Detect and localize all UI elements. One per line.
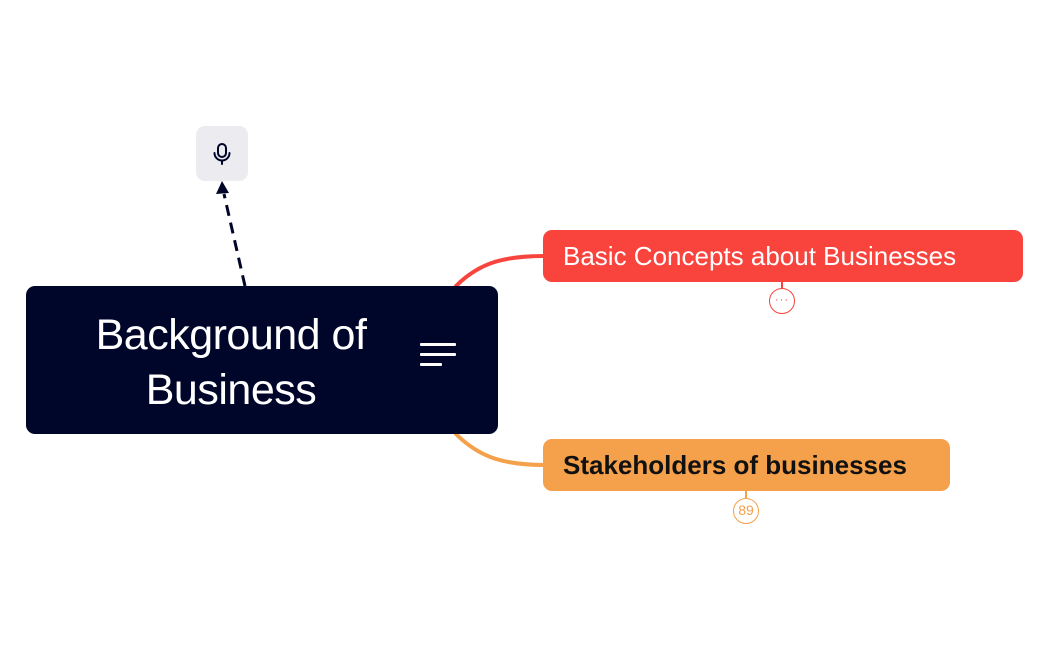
- collapse-badge-stakeholders[interactable]: 89: [733, 498, 759, 524]
- microphone-icon: [213, 143, 231, 165]
- audio-link-line: [222, 193, 247, 287]
- central-topic[interactable]: Background of Business: [26, 286, 498, 434]
- branch-connector-basic-concepts: [454, 254, 547, 288]
- branch-connector-stakeholders: [454, 432, 547, 467]
- audio-note-button[interactable]: [196, 126, 248, 181]
- notes-lines-icon[interactable]: [418, 340, 458, 372]
- audio-link-arrowhead: [216, 181, 229, 194]
- collapse-badge-basic-concepts[interactable]: ···: [769, 288, 795, 314]
- topic-basic-concepts[interactable]: Basic Concepts about Businesses: [543, 230, 1023, 282]
- central-topic-title: Background of Business: [95, 311, 367, 414]
- topic-stakeholders-label: Stakeholders of businesses: [563, 450, 907, 480]
- topic-stakeholders[interactable]: Stakeholders of businesses: [543, 439, 950, 491]
- topic-basic-concepts-label: Basic Concepts about Businesses: [563, 241, 957, 271]
